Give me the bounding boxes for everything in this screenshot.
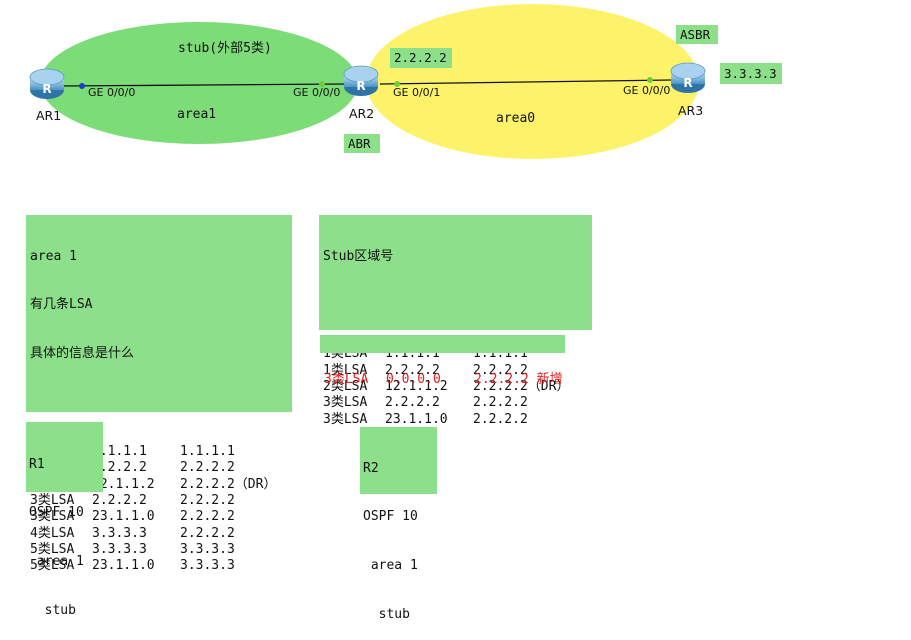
lsa-adv: 1.1.1.1 [180,444,235,460]
area1-region [40,22,358,144]
lsa-id: 23.1.1.0 [385,411,448,427]
area1-title: stub(外部5类) [178,41,272,56]
lsa-adv: 2.2.2.2 [473,395,528,411]
link-lines [61,77,673,89]
router-icon-ar2[interactable]: R [342,64,380,98]
port-dot-ar2-right [394,81,400,87]
stub-new-lsa-row: 3类LSA 0.0.0.0 2.2.2.2 新增 [320,335,565,387]
svg-text:R: R [42,82,51,96]
ar2-router-id-tag: 2.2.2.2 [390,48,452,68]
lsa-id: 23.1.1.0 [92,509,155,525]
lsa-type: 3类LSA [323,395,368,411]
port-dot-ar2-left [319,81,325,87]
ar3-name: AR3 [678,103,704,118]
area0-label: area0 [496,111,536,126]
ar1-name: AR1 [36,108,62,123]
lsa-adv: 3.3.3.3 [180,558,235,574]
lsa-type: 1类LSA [323,362,368,378]
port-dot-ar3 [647,77,653,83]
r1-config-line: R1 [29,456,45,472]
lsa-adv: 2.2.2.2（DR） [180,476,277,492]
ar3-router-id-tag: 3.3.3.3 [720,63,782,84]
svg-text:R: R [683,76,692,90]
lsa-adv: 2.2.2.2 [473,411,528,427]
lsa-row: 3类LSA 2.2.2.2 2.2.2.2 [323,395,592,411]
area1-box-line: area 1 [30,248,77,264]
lsa-type: 3类LSA [324,372,369,387]
lsa-row: 3类LSA 23.1.1.0 2.2.2.2 [323,412,592,428]
lsa-id: 1.1.1.1 [92,444,147,460]
ar2-name: AR2 [349,106,375,121]
lsa-id: 2.2.2.2 [92,493,147,509]
lsa-adv: 2.2.2.2（DR） [473,378,570,394]
lsa-id: 12.1.1.2 [385,378,448,394]
lsa-row: 2类LSA 12.1.1.2 2.2.2.2（DR） [323,379,592,395]
area1-box-line: 有几条LSA [30,297,93,313]
lsa-id: 3.3.3.3 [92,525,147,541]
link-ar1-ar2 [61,83,346,87]
r2-config-line: area 1 [363,558,418,574]
stub-box-title: Stub区域号 [323,248,394,264]
svg-text:R: R [356,79,365,93]
router-icon-ar1[interactable]: R [28,67,66,101]
r2-config-line: stub [363,607,410,623]
r1-config-line: stub [29,603,76,619]
lsa-row: 3类LSA 2.2.2.2 2.2.2.2 [30,493,292,509]
asbr-tag: ASBR [676,25,718,44]
lsa-type: 3类LSA [323,411,368,427]
area1-label: area1 [177,107,217,122]
port-dot-ar1 [79,83,85,89]
area1-lsa-box: area 1 有几条LSA 具体的信息是什么 1类LSA1.1.1.11.1.1… [26,215,292,573]
r2-config-box: R2 OSPF 10 area 1 stub [360,427,437,622]
abr-tag: ABR [344,134,380,153]
ar1-port-label: GE 0/0/0 [88,86,136,99]
lsa-adv: 2.2.2.2 [180,460,235,476]
ar2-port-left-label: GE 0/0/0 [293,86,341,99]
lsa-id: 2.2.2.2 [385,395,440,411]
router-icon-ar3[interactable]: R [669,61,707,95]
area1-box-line: 具体的信息是什么 [30,346,135,362]
ar2-port-right-label: GE 0/0/1 [393,86,441,99]
r1-config-box: R1 OSPF 10 area 1 stub [26,422,103,618]
lsa-adv: 2.2.2.2 [180,525,235,541]
lsa-adv: 2.2.2.2 [473,362,528,378]
lsa-type: 3类LSA [30,493,75,509]
lsa-adv: 3.3.3.3 [180,541,235,557]
lsa-row: 1类LSA 2.2.2.2 2.2.2.2 [323,363,592,379]
lsa-adv: 2.2.2.2 [180,509,235,525]
lsa-row: 4类LSA 3.3.3.3 2.2.2.2 [30,526,292,542]
lsa-id: 3.3.3.3 [92,541,147,557]
lsa-id: 12.1.1.2 [92,476,155,492]
lsa-adv: 2.2.2.2 [180,493,235,509]
lsa-type: 4类LSA [30,525,75,541]
lsa-id: 2.2.2.2 [92,460,147,476]
lsa-adv: 2.2.2.2 新增 [474,372,563,387]
r1-config-line: area 1 [29,554,84,570]
lsa-id: 2.2.2.2 [385,362,440,378]
link-ar2-ar3 [379,79,673,85]
lsa-type: 2类LSA [323,378,368,394]
r2-config-line: OSPF 10 [363,509,418,525]
lsa-id: 23.1.1.0 [92,558,155,574]
lsa-id: 0.0.0.0 [386,372,441,387]
ar3-port-label: GE 0/0/0 [623,84,671,97]
r2-config-line: R2 [363,460,379,476]
